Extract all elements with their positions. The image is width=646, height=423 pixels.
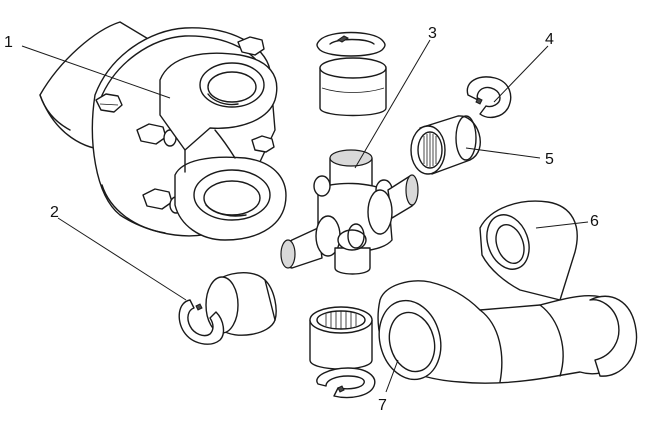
- slip-yoke: [377, 200, 638, 384]
- leader-2: [57, 217, 187, 301]
- leader-1: [21, 45, 171, 99]
- callout-labels: 1 2 3 4 5 6 7: [4, 25, 599, 414]
- leader-6: [535, 221, 589, 229]
- cross-spider: [280, 149, 419, 275]
- callout-6: 6: [590, 213, 599, 230]
- flange-bolt: [95, 93, 123, 113]
- flange-bolt: [237, 36, 265, 56]
- leader-lines: [21, 39, 589, 393]
- needle-rollers: [423, 133, 437, 167]
- leader-3: [354, 39, 431, 169]
- callout-2: 2: [50, 204, 59, 221]
- flange-yoke: [39, 21, 287, 241]
- callout-1: 1: [4, 34, 13, 51]
- leader-4: [493, 45, 549, 103]
- callout-7: 7: [378, 397, 387, 414]
- bearing-cup-top: [316, 31, 387, 117]
- callout-4: 4: [545, 31, 554, 48]
- callout-5: 5: [545, 151, 554, 168]
- leader-7: [385, 359, 399, 393]
- callout-3: 3: [428, 25, 437, 42]
- needle-bearing-cup-right: [410, 115, 481, 175]
- snap-ring-right: [466, 76, 512, 119]
- leader-5: [465, 147, 541, 159]
- needle-rollers: [325, 311, 357, 329]
- needle-bearing-cup-bottom: [309, 306, 373, 370]
- bearing-cup-left: [205, 271, 277, 336]
- flange-bolt: [251, 135, 275, 153]
- snap-ring-left: [178, 299, 225, 345]
- snap-ring-bottom: [316, 367, 376, 399]
- flange-bolt: [136, 123, 177, 147]
